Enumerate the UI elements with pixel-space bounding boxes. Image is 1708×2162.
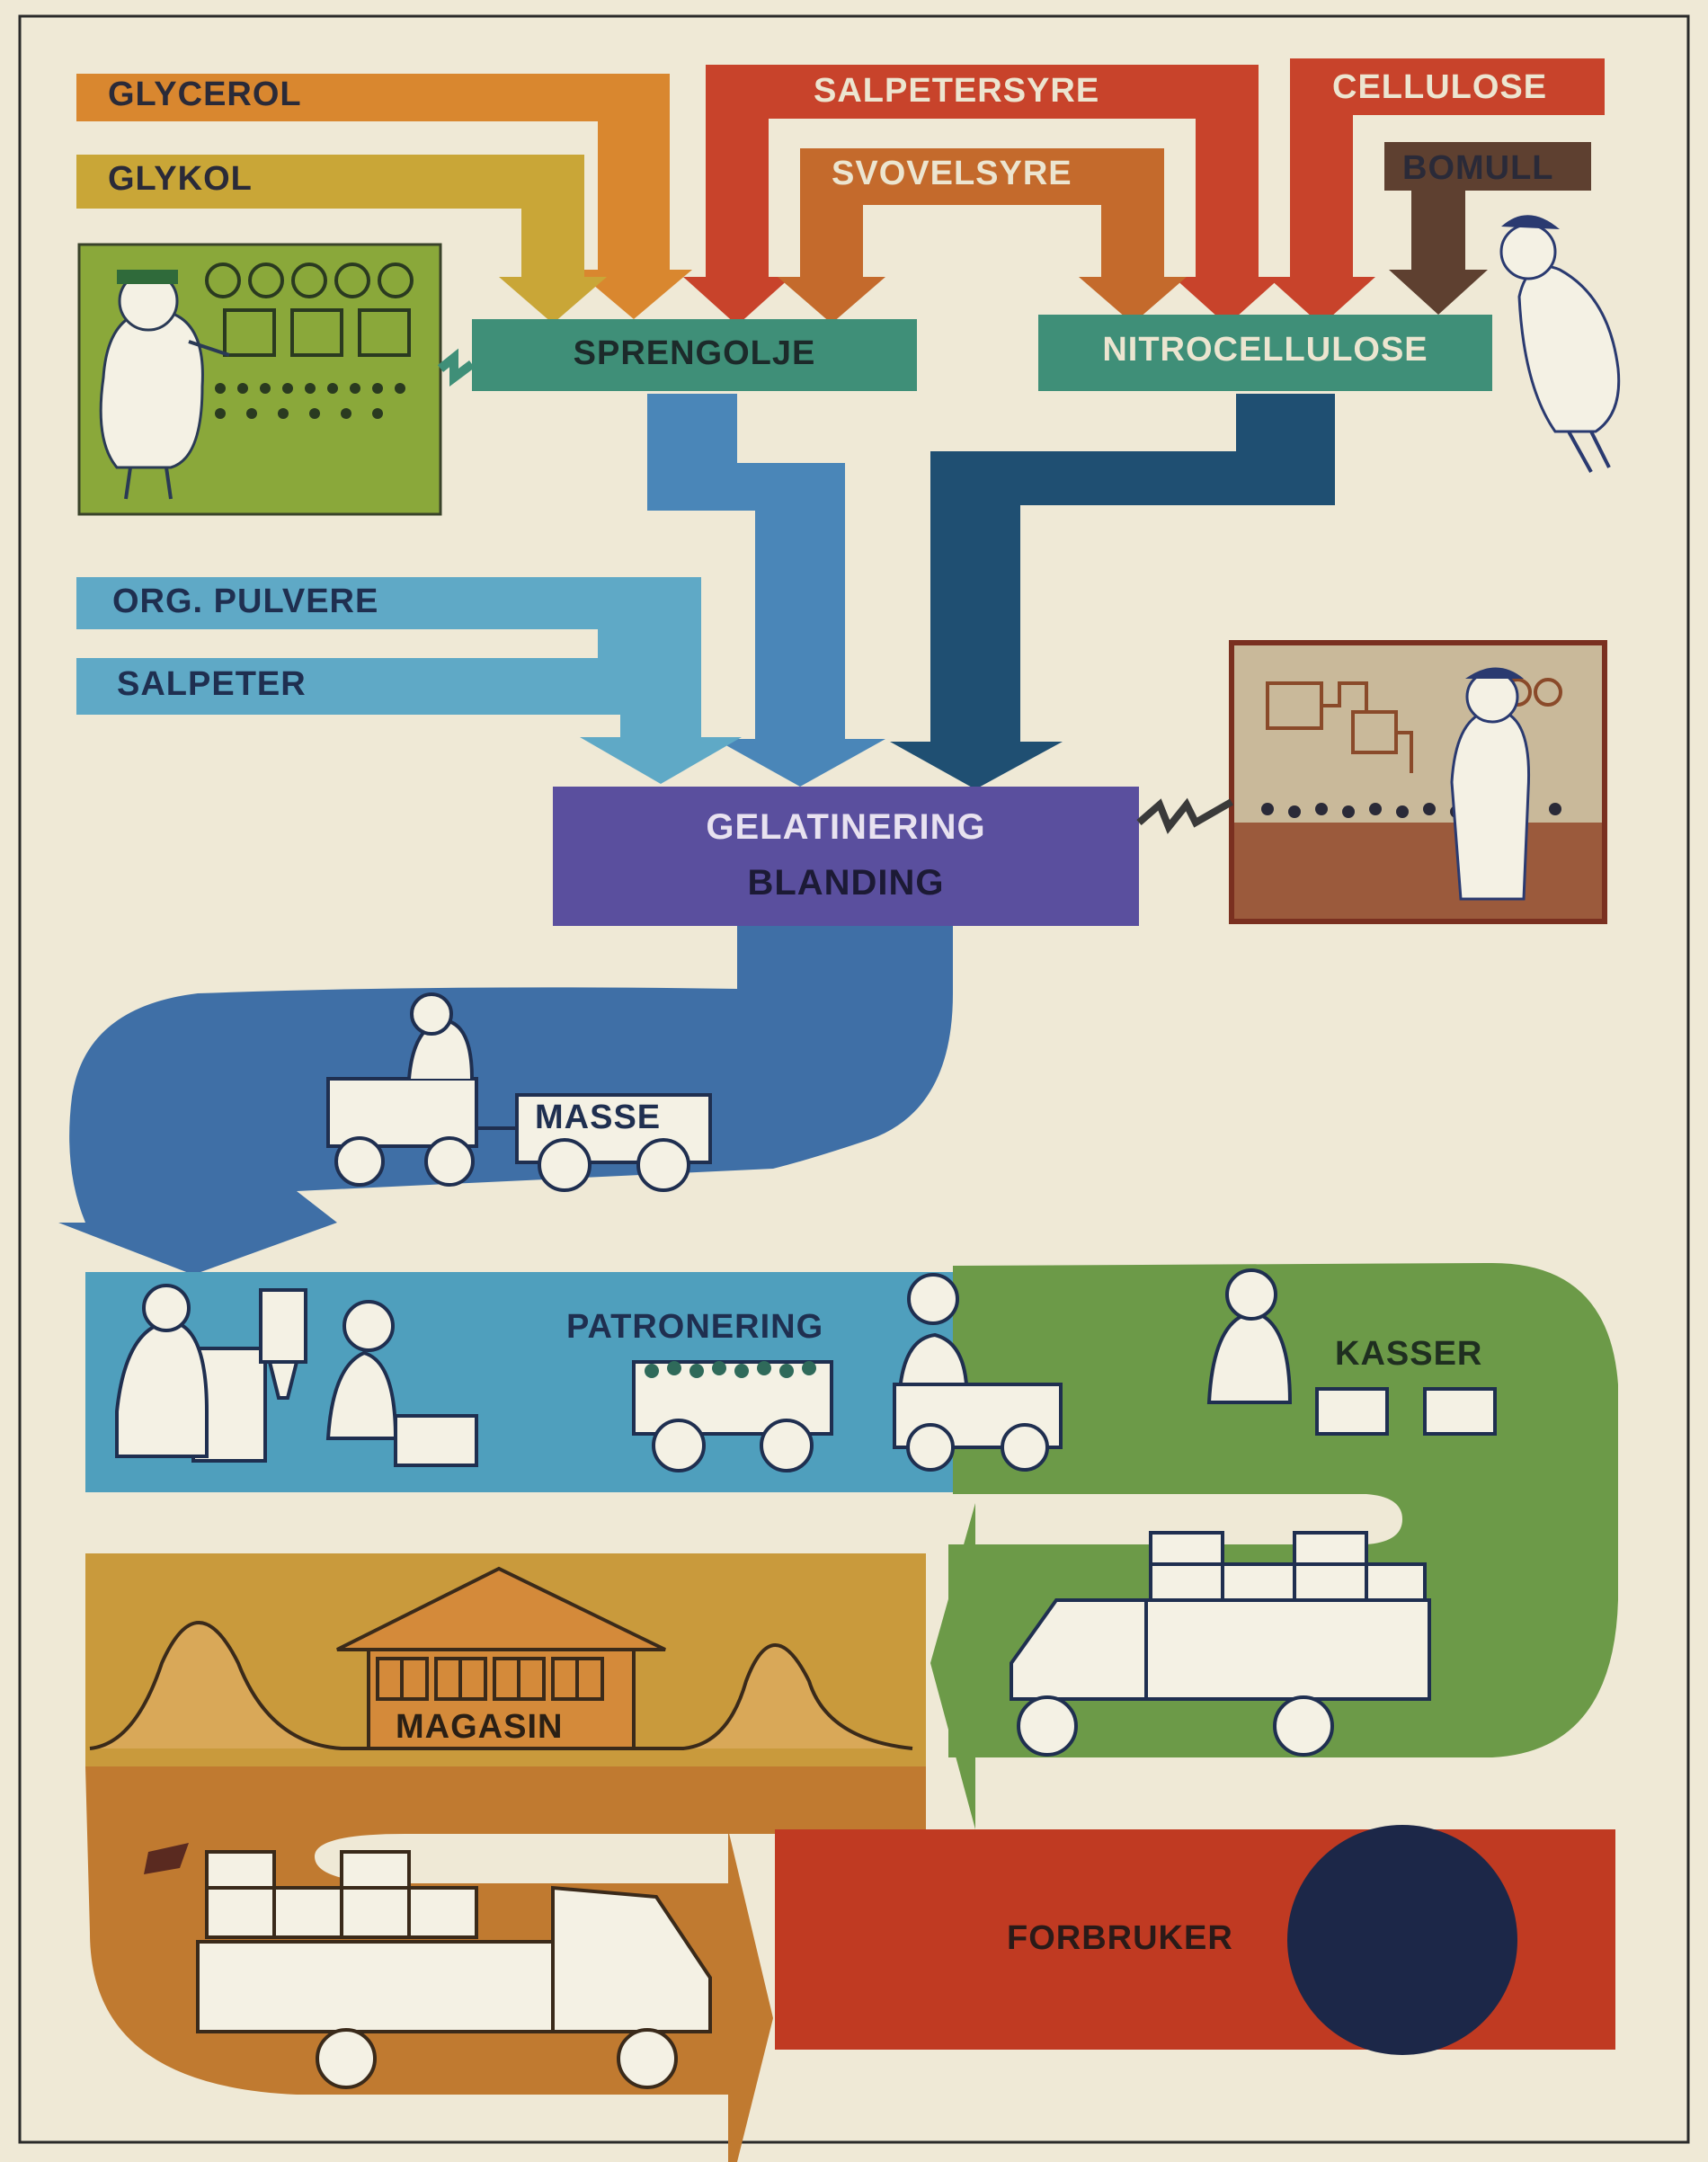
svovelsyre-label: SVOVELSYRE [832, 155, 1072, 192]
delivery-truck-illustration [1010, 1531, 1431, 1757]
glycerol-flow [76, 74, 692, 319]
salpetersyre-flow [683, 65, 1281, 325]
masse-tractor-illustration [326, 992, 712, 1192]
blanding-label: BLANDING [747, 863, 945, 903]
cellulose-label: CELLULOSE [1332, 68, 1548, 106]
nitrocellulose-flow [890, 394, 1335, 789]
sprengolje-flow [647, 394, 885, 787]
masse-label: MASSE [535, 1099, 662, 1136]
connector-zigzag-1 [437, 348, 475, 387]
org-pulvere-label: ORG. PULVERE [112, 583, 379, 620]
svovelsyre-flow [778, 148, 1187, 324]
gelatinering-box [553, 787, 1139, 926]
patronering-label: PATRONERING [566, 1308, 824, 1346]
magasin-label: MAGASIN [396, 1708, 564, 1746]
kasser-label: KASSER [1335, 1335, 1483, 1373]
salpeter-label: SALPETER [117, 665, 307, 703]
nitrocellulose-box [1038, 315, 1492, 391]
bomull-label: BOMULL [1402, 149, 1554, 187]
salpetersyre-label: SALPETERSYRE [814, 72, 1100, 110]
page-frame [18, 14, 1690, 2144]
sprengolje-label: SPRENGOLJE [573, 334, 816, 372]
gelatinering-label: GELATINERING [706, 807, 986, 847]
cartridges-pile [645, 1361, 816, 1378]
flag-icon [144, 1843, 189, 1874]
forbruker-label: FORBRUKER [1007, 1919, 1233, 1957]
control-panel-illustration [77, 243, 442, 516]
truck-return-arrow [930, 1503, 975, 1829]
masse-band [58, 926, 953, 1275]
bomull-flow [1384, 142, 1591, 315]
cellulose-flow [1268, 58, 1605, 325]
connector-zigzag-2 [1136, 797, 1233, 834]
glycerol-label: GLYCEROL [108, 76, 302, 113]
pulvere-salpeter-flow [76, 577, 742, 784]
control-panel-2-illustration [1229, 640, 1607, 924]
glykol-flow [76, 155, 607, 324]
forbruker-truck-illustration [196, 1850, 712, 2089]
inspector-figure [1499, 215, 1621, 473]
magasin-hills [89, 1621, 913, 1750]
forbruker-globe-icon [1287, 1825, 1517, 2055]
sprengolje-box [472, 319, 917, 391]
patronering-scene-illustration [115, 1268, 1497, 1472]
warehouse-illustration [336, 1566, 666, 1750]
nitrocellulose-label: NITROCELLULOSE [1102, 331, 1428, 369]
glykol-label: GLYKOL [108, 160, 253, 198]
